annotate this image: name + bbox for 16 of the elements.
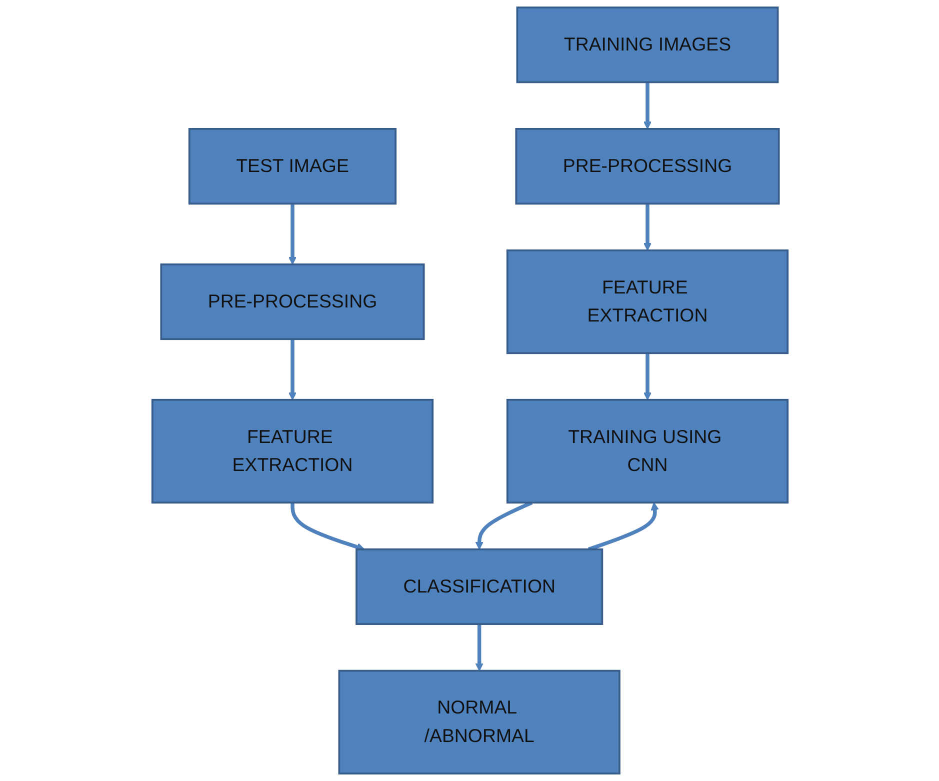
node-box: FEATURE EXTRACTION [150,398,434,504]
arrow [642,353,652,400]
arrow [642,82,652,130]
arrow [642,204,652,251]
node-box: TRAINING USING CNN [506,398,788,504]
arrow [290,502,364,551]
node-box: CLASSIFICATION [355,548,603,625]
node-box: NORMAL /ABNORMAL [338,670,620,774]
arrow [474,624,483,672]
node-box: TRAINING IMAGES [516,6,778,84]
arrow [288,204,296,265]
node-box: TEST IMAGE [188,128,396,205]
node-box: FEATURE EXTRACTION [506,249,788,354]
arrow [288,339,296,400]
node-box: PRE-PROCESSING [160,263,424,340]
node-box: PRE-PROCESSING [514,128,780,205]
